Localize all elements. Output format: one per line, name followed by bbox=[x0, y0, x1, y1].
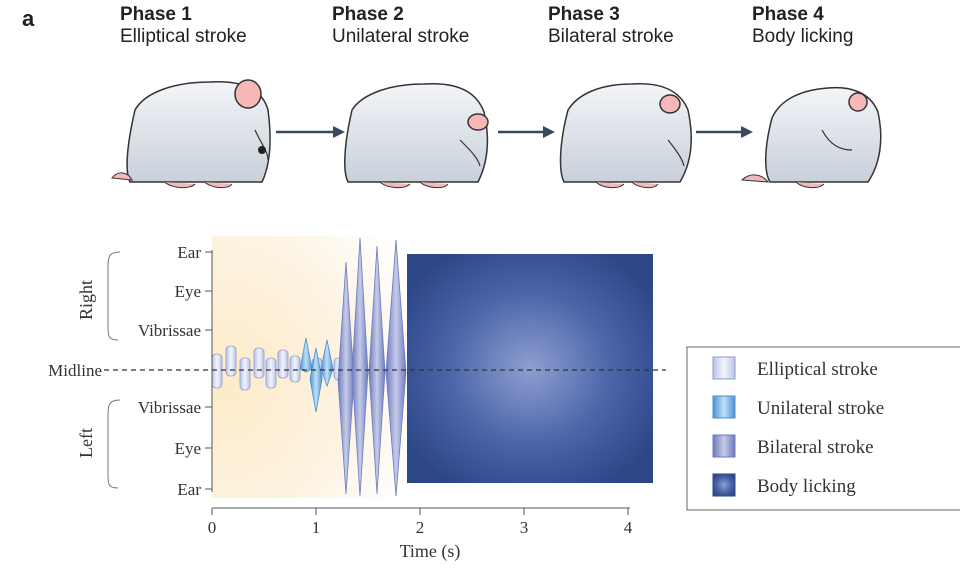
x-axis-label: Time (s) bbox=[400, 541, 461, 562]
x-tick-1: 1 bbox=[312, 518, 321, 537]
legend-label-elliptical: Elliptical stroke bbox=[757, 359, 878, 380]
x-axis-ticks bbox=[211, 508, 629, 515]
phase-1-subtitle: Elliptical stroke bbox=[120, 25, 247, 47]
legend-swatch-body-licking bbox=[712, 473, 736, 497]
mouse-phase-1-illustration bbox=[111, 79, 271, 189]
phase-2-title: Phase 2 bbox=[332, 4, 404, 25]
body-licking-block bbox=[407, 254, 653, 483]
x-tick-4: 4 bbox=[624, 518, 633, 537]
phase-3-subtitle: Bilateral stroke bbox=[548, 25, 674, 47]
phase-1-heading: Phase 1 Elliptical stroke bbox=[120, 4, 247, 48]
phase-4-heading: Phase 4 Body licking bbox=[752, 4, 853, 48]
y-tick-midline: Midline bbox=[48, 361, 102, 380]
y-tick-ear-top: Ear bbox=[177, 243, 201, 262]
y-axis-ticks bbox=[205, 251, 212, 490]
legend-label-bilateral: Bilateral stroke bbox=[757, 437, 874, 458]
y-group-left-label: Left bbox=[76, 428, 96, 458]
legend: Elliptical stroke Unilateral stroke Bila… bbox=[686, 346, 960, 511]
x-tick-2: 2 bbox=[416, 518, 425, 537]
legend-swatch-unilateral bbox=[712, 395, 736, 419]
left-group-brace bbox=[107, 399, 121, 489]
arrow-3-4 bbox=[696, 126, 753, 138]
panel-letter: a bbox=[22, 6, 35, 31]
phase-3-heading: Phase 3 Bilateral stroke bbox=[548, 4, 674, 48]
phase-2-heading: Phase 2 Unilateral stroke bbox=[332, 4, 469, 48]
phase-4-subtitle: Body licking bbox=[752, 25, 854, 47]
legend-label-unilateral: Unilateral stroke bbox=[757, 398, 884, 419]
y-tick-eye-top: Eye bbox=[175, 282, 201, 301]
right-group-brace bbox=[107, 251, 121, 341]
phase-4-title: Phase 4 bbox=[752, 4, 824, 25]
phase-1-title: Phase 1 bbox=[120, 4, 192, 25]
y-tick-ear-bottom: Ear bbox=[177, 480, 201, 499]
mouse-phase-2-illustration bbox=[344, 82, 489, 189]
legend-swatch-elliptical bbox=[712, 356, 736, 380]
arrow-1-2 bbox=[276, 126, 345, 138]
x-tick-3: 3 bbox=[520, 518, 529, 537]
legend-swatch-bilateral bbox=[712, 434, 736, 458]
mouse-phase-3-illustration bbox=[559, 82, 693, 189]
mouse-phase-4-illustration bbox=[740, 86, 882, 189]
y-tick-vibrissae-top: Vibrissae bbox=[138, 321, 201, 340]
y-tick-eye-bottom: Eye bbox=[175, 439, 201, 458]
arrow-2-3 bbox=[498, 126, 555, 138]
legend-label-body-licking: Body licking bbox=[757, 476, 856, 497]
x-tick-0: 0 bbox=[208, 518, 217, 537]
phase-3-title: Phase 3 bbox=[548, 4, 620, 25]
y-tick-vibrissae-bottom: Vibrissae bbox=[138, 398, 201, 417]
phase-2-subtitle: Unilateral stroke bbox=[332, 25, 470, 47]
unilateral-stroke-marks bbox=[299, 337, 334, 413]
y-group-right-label: Right bbox=[76, 280, 96, 320]
